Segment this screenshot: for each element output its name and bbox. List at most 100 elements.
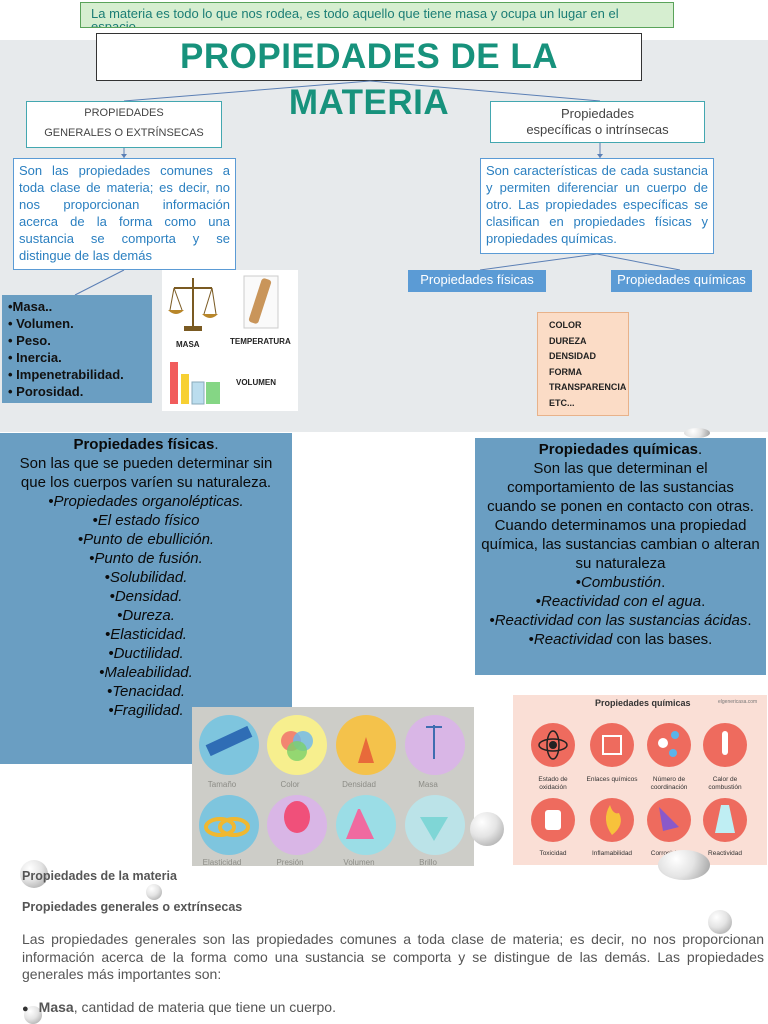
list-item: • Impenetrabilidad. xyxy=(8,367,124,382)
chemical-properties-image: Propiedades químicas elgenericasa.com Es… xyxy=(513,695,767,865)
physical-image-label: Color xyxy=(280,780,300,789)
list-item: • Peso. xyxy=(8,333,51,348)
chemical-item-text: Combustión xyxy=(581,574,662,591)
chemical-item-text: Reactividad con las sustancias ácidas xyxy=(494,612,748,629)
chem-image-label: Inflamabilidad xyxy=(591,850,633,857)
physical-image-label: Elasticidad xyxy=(202,858,242,867)
list-item: COLOR xyxy=(549,320,582,330)
physical-item: •Fragilidad. xyxy=(108,702,184,719)
bullet-dot: ● xyxy=(22,1003,29,1015)
physical-item: •Elasticidad. xyxy=(105,626,187,643)
general-description: Son las propiedades comunes a toda clase… xyxy=(13,158,236,270)
physical-title-period: . xyxy=(214,436,219,453)
lab-glassware-icon xyxy=(170,362,220,405)
general-properties-image: MASA TEMPERATURA VOLUMEN xyxy=(162,270,298,411)
decorative-bubble xyxy=(708,910,732,934)
chem-image-label: Estado de oxidación xyxy=(538,776,568,791)
physical-item: •El estado físico xyxy=(92,512,200,529)
chemical-properties-tag: Propiedades químicas xyxy=(611,270,752,292)
chem-image-label: Reactividad xyxy=(708,850,742,857)
chemical-title-period: . xyxy=(698,441,703,458)
balance-scale-icon xyxy=(168,278,218,331)
physical-item: •Ductilidad. xyxy=(108,645,184,662)
specific-header-line2: específicas o intrínsecas xyxy=(526,122,669,137)
decorative-bubble xyxy=(146,884,162,900)
list-item: DENSIDAD xyxy=(549,351,597,361)
thermometer-icon xyxy=(243,275,279,329)
physical-item: •Punto de ebullición. xyxy=(77,531,215,548)
physical-image-label: Masa xyxy=(418,780,438,789)
specific-properties-header: Propiedades específicas o intrínsecas xyxy=(490,101,705,143)
physical-title: Propiedades físicas xyxy=(73,436,215,453)
specific-header-line1: Propiedades xyxy=(561,106,634,121)
physical-item: •Maleabilidad. xyxy=(99,664,193,681)
decorative-bubble xyxy=(658,850,710,880)
chem-image-site: elgenericasa.com xyxy=(718,699,758,705)
physical-item: •Solubilidad. xyxy=(104,569,188,586)
definition-note: La materia es todo lo que nos rodea, es … xyxy=(80,2,674,28)
physical-properties-image: Tamaño Color Densidad Masa Elasticidad P… xyxy=(192,707,474,867)
list-item: • Inercia. xyxy=(8,350,62,365)
specific-description: Son características de cada sustancia y … xyxy=(480,158,714,254)
coordination-icon xyxy=(647,723,691,767)
chemical-properties-panel: Propiedades químicas. Son las que determ… xyxy=(475,438,766,675)
chemical-item-rest: . xyxy=(747,612,752,629)
physical-properties-tag: Propiedades físicas xyxy=(408,270,546,292)
physical-image-label: Densidad xyxy=(342,780,376,789)
temperature-caption: TEMPERATURA xyxy=(230,337,291,346)
page-title: PROPIEDADES DE LA MATERIA xyxy=(96,33,642,122)
chem-image-title: Propiedades químicas xyxy=(595,698,691,708)
chemical-item-text: Reactividad con el agua xyxy=(540,593,702,610)
decorative-bubble xyxy=(470,812,504,846)
general-header-line2: GENERALES O EXTRÍNSECAS xyxy=(44,127,204,139)
chemical-item-rest: con las bases. xyxy=(612,631,713,648)
list-item: FORMA xyxy=(549,366,582,377)
decorative-bubble xyxy=(24,1006,42,1024)
connector-lines xyxy=(74,80,681,296)
chem-image-label: Toxicidad xyxy=(539,850,567,857)
bullet-item: ●Masa, cantidad de materia que tiene un … xyxy=(22,999,762,1015)
chem-image-label: Número de coordinación xyxy=(650,776,688,791)
list-item: TRANSPARENCIA xyxy=(549,382,627,392)
chemical-item: •Reactividad con las sustancias ácidas. xyxy=(475,611,766,630)
chem-image-label: Enlaces químicos xyxy=(586,776,638,783)
chemical-item: •Combustión. xyxy=(475,573,766,592)
general-header-line1: PROPIEDADES xyxy=(84,107,164,119)
body-paragraph: Las propiedades generales son las propie… xyxy=(22,931,764,982)
bullet: • xyxy=(575,574,582,591)
chemical-intro: Son las que determinan el comportamiento… xyxy=(481,460,760,572)
physical-item: •Punto de fusión. xyxy=(89,550,203,567)
chemical-item-text: Reactividad xyxy=(533,631,613,648)
mass-caption: MASA xyxy=(176,340,200,349)
chemical-title: Propiedades químicas xyxy=(538,441,699,458)
chem-image-label: Calor de combustión xyxy=(708,776,742,791)
general-properties-list: •Masa.. • Volumen. • Peso. • Inercia. • … xyxy=(2,295,152,403)
physical-image-label: Volumen xyxy=(343,858,375,867)
physical-item: •Tenacidad. xyxy=(106,683,186,700)
general-properties-header: PROPIEDADES GENERALES O EXTRÍNSECAS xyxy=(26,101,222,148)
physical-image-label: Presión xyxy=(276,858,304,867)
physical-intro: Son las que se pueden determinar sin que… xyxy=(19,455,273,491)
bullet: • xyxy=(489,612,495,629)
decorative-bubble xyxy=(20,860,48,888)
chemical-item-rest: . xyxy=(661,574,666,591)
volume-caption: VOLUMEN xyxy=(236,378,276,387)
physical-item: •Dureza. xyxy=(117,607,175,624)
list-item: ETC... xyxy=(549,397,575,408)
bullet: • xyxy=(535,593,541,610)
list-item: • Porosidad. xyxy=(8,384,84,399)
section-heading: Propiedades de la materia xyxy=(22,869,177,883)
physical-item: •Densidad. xyxy=(109,588,183,605)
specific-properties-list: COLOR DUREZA DENSIDAD FORMA TRANSPARENCI… xyxy=(537,312,629,416)
bullet-term: Masa xyxy=(38,999,74,1015)
physical-image-label: Brillo xyxy=(419,858,437,867)
list-item: •Masa.. xyxy=(8,299,53,314)
chemical-item-rest: . xyxy=(701,593,706,610)
list-item: DUREZA xyxy=(549,335,587,346)
physical-image-label: Tamaño xyxy=(207,780,237,789)
physical-item: •Propiedades organolépticas. xyxy=(48,493,244,510)
section-subheading: Propiedades generales o extrínsecas xyxy=(22,900,243,914)
list-item: • Volumen. xyxy=(8,316,74,331)
chemical-item: •Reactividad con las bases. xyxy=(475,630,766,649)
molecule-bonds-icon xyxy=(590,723,634,767)
